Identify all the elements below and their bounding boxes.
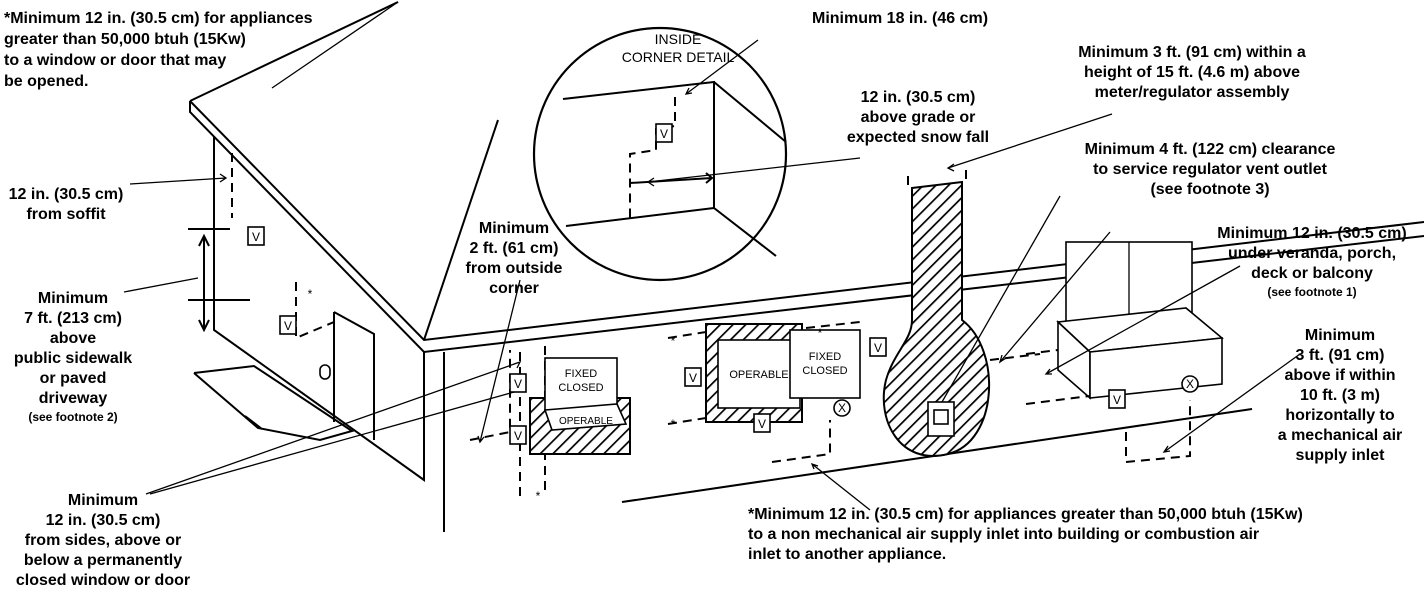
callout-soffit-1: 12 in. (30.5 cm) xyxy=(9,186,124,203)
callout-sidewalk-2: 7 ft. (213 cm) xyxy=(24,310,122,327)
callout-inside-corner-18in: Minimum 18 in. (46 cm) xyxy=(812,10,988,27)
callout-veranda: Minimum 12 in. (30.5 cm) under veranda, … xyxy=(1217,225,1406,299)
fixed-closed-label-3: FIXED xyxy=(809,351,841,363)
callout-mech-air-1: Minimum xyxy=(1305,327,1375,344)
vent-markers: V V V V V V V V V X X * * * * * xyxy=(247,123,1199,503)
callout-closed-window: Minimum 12 in. (30.5 cm) from sides, abo… xyxy=(16,492,190,589)
leader-lines xyxy=(123,1,1301,511)
window-fixed-operable: FIXED CLOSED OPERABLE xyxy=(519,346,631,498)
vent-marker-below: V xyxy=(758,417,766,431)
callout-sidewalk-5: or paved xyxy=(40,370,107,387)
sidewalk-slab xyxy=(193,364,355,442)
asterisk-window1: * xyxy=(536,489,541,503)
operable-label-1: OPERABLE xyxy=(559,416,613,427)
air-inlet-marker-1: X xyxy=(838,401,846,415)
callout-closed-window-3: from sides, above or xyxy=(25,532,182,549)
asterisk-window2-right: * xyxy=(818,326,823,340)
vent-marker-door: V xyxy=(284,319,292,333)
inside-corner-detail: INSIDE CORNER DETAIL xyxy=(532,26,788,282)
door-clearance-dash xyxy=(295,282,335,340)
callout-regulator-2: to service regulator vent outlet xyxy=(1093,161,1328,178)
callout-mech-air-6: a mechanical air xyxy=(1278,427,1403,444)
callout-sidewalk: Minimum 7 ft. (213 cm) above public side… xyxy=(14,290,132,424)
callout-inside-corner: Minimum 18 in. (46 cm) xyxy=(812,10,988,27)
callout-outside-corner-1: Minimum xyxy=(479,220,549,237)
callout-regulator: Minimum 4 ft. (122 cm) clearance to serv… xyxy=(1085,141,1336,198)
callout-non-mech-air: *Minimum 12 in. (30.5 cm) for appliances… xyxy=(748,506,1303,563)
vent-marker-fixed: V xyxy=(874,341,882,355)
callout-meter-2: height of 15 ft. (4.6 m) above xyxy=(1084,64,1300,81)
callout-soffit: 12 in. (30.5 cm) from soffit xyxy=(9,186,124,223)
callout-sidewalk-footnote: (see footnote 2) xyxy=(28,410,117,424)
side-door xyxy=(333,311,375,440)
callout-outside-corner: Minimum 2 ft. (61 cm) from outside corne… xyxy=(466,220,563,297)
callout-non-mech-air-1: *Minimum 12 in. (30.5 cm) for appliances… xyxy=(748,506,1303,523)
window2-operable-pane xyxy=(717,339,801,409)
callout-regulator-1: Minimum 4 ft. (122 cm) clearance xyxy=(1085,141,1336,158)
callout-window-door-2: greater than 50,000 btuh (15Kw) xyxy=(4,31,246,48)
callout-mech-air-7: supply inlet xyxy=(1296,447,1386,464)
callout-closed-window-1: Minimum xyxy=(68,492,138,509)
side-wall xyxy=(213,136,445,532)
callout-outside-corner-3: from outside xyxy=(466,260,563,277)
fixed-closed-label-2: CLOSED xyxy=(558,382,603,394)
vent-marker-corner: V xyxy=(514,429,522,443)
vent-marker-window2: V xyxy=(689,371,697,385)
callout-closed-window-4: below a permanently xyxy=(24,552,182,569)
inside-detail-title-2: CORNER DETAIL xyxy=(622,49,735,65)
callout-veranda-1: Minimum 12 in. (30.5 cm) xyxy=(1217,225,1406,242)
callout-non-mech-air-2: to a non mechanical air supply inlet int… xyxy=(748,526,1259,543)
callout-grade-3: expected snow fall xyxy=(847,129,989,146)
vent-marker-window1: V xyxy=(514,377,522,391)
fixed-closed-label-1: FIXED xyxy=(565,368,597,380)
callout-sidewalk-6: driveway xyxy=(39,390,108,407)
callout-meter-1: Minimum 3 ft. (91 cm) within a xyxy=(1078,44,1306,61)
callout-outside-corner-2: 2 ft. (61 cm) xyxy=(470,240,559,257)
callout-meter-3: meter/regulator assembly xyxy=(1095,84,1290,101)
callout-window-door-3: to a window or door that may xyxy=(4,52,226,69)
callout-mech-air-5: horizontally to xyxy=(1285,407,1395,424)
roof-outline xyxy=(189,1,1424,354)
callout-window-door: *Minimum 12 in. (30.5 cm) for appliances… xyxy=(4,10,313,90)
asterisk-window2-bottom: * xyxy=(671,417,676,431)
callout-sidewalk-4: public sidewalk xyxy=(14,350,132,367)
callout-veranda-3: deck or balcony xyxy=(1251,265,1373,282)
inside-detail-title-1: INSIDE xyxy=(655,31,702,47)
callout-soffit-2: from soffit xyxy=(26,206,106,223)
callout-closed-window-2: 12 in. (30.5 cm) xyxy=(46,512,161,529)
window-operable-fixed: OPERABLE FIXED CLOSED xyxy=(667,321,861,463)
callout-window-door-4: be opened. xyxy=(4,73,88,90)
callout-grade: 12 in. (30.5 cm) above grade or expected… xyxy=(847,89,989,146)
callout-grade-1: 12 in. (30.5 cm) xyxy=(861,89,976,106)
asterisk-door: * xyxy=(308,287,313,301)
callout-closed-window-5: closed window or door xyxy=(16,572,190,589)
door-knob xyxy=(319,364,331,380)
callout-mech-air-2: 3 ft. (91 cm) xyxy=(1296,347,1385,364)
callout-grade-2: above grade or xyxy=(861,109,976,126)
callout-meter: Minimum 3 ft. (91 cm) within a height of… xyxy=(1078,44,1306,101)
fixed-closed-label-4: CLOSED xyxy=(802,365,847,377)
air-inlet-marker-2: X xyxy=(1186,377,1194,391)
asterisk-window2-top: * xyxy=(671,334,676,348)
vent-marker-detail: V xyxy=(660,127,668,141)
callout-mech-air-4: 10 ft. (3 m) xyxy=(1300,387,1380,404)
callout-mech-air: Minimum 3 ft. (91 cm) above if within 10… xyxy=(1278,327,1403,464)
callout-veranda-footnote: (see footnote 1) xyxy=(1267,285,1356,299)
callout-sidewalk-1: Minimum xyxy=(38,290,108,307)
callout-sidewalk-3: above xyxy=(50,330,96,347)
window2-fixed-pane xyxy=(789,329,861,399)
callout-non-mech-air-3: inlet to another appliance. xyxy=(748,546,946,563)
meter-clearance-zone xyxy=(882,170,1041,457)
balcony xyxy=(1025,241,1224,464)
vent-marker-soffit: V xyxy=(252,230,260,244)
vent-marker-balcony: V xyxy=(1113,393,1121,407)
callout-veranda-2: under veranda, porch, xyxy=(1228,245,1396,262)
callout-outside-corner-4: corner xyxy=(489,280,539,297)
callout-mech-air-3: above if within xyxy=(1284,367,1395,384)
callout-regulator-3: (see footnote 3) xyxy=(1150,181,1269,198)
operable-label-2: OPERABLE xyxy=(729,369,788,381)
sidewalk-arrow xyxy=(188,228,250,333)
callout-window-door-1: *Minimum 12 in. (30.5 cm) for appliances xyxy=(4,10,313,27)
